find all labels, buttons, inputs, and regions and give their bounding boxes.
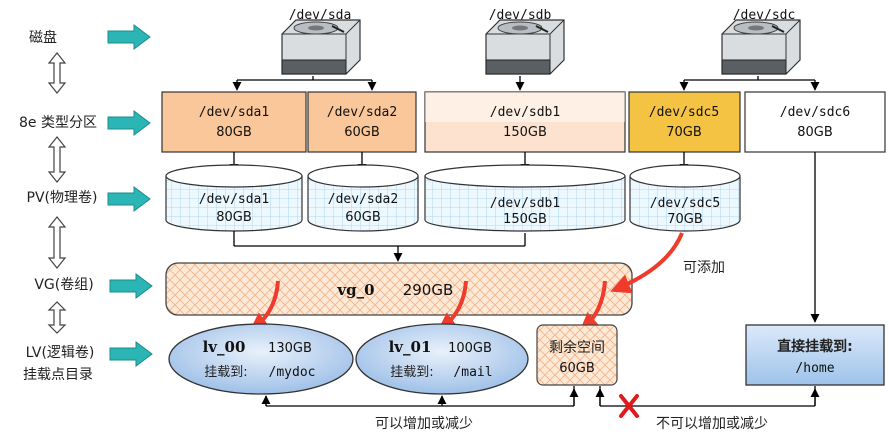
volume-group: vg_0 290GB	[165, 262, 633, 316]
add-note: 可添加	[683, 260, 725, 276]
mountpoint-row-label: 挂载点目录	[23, 367, 93, 383]
pv-sda2: /dev/sda2 60GB	[307, 164, 419, 232]
teal-arrow-icon	[109, 273, 153, 299]
lv-name: lv_01	[389, 338, 432, 356]
partition-row-label: 8e 类型分区	[19, 115, 97, 131]
red-add-arrow	[610, 232, 684, 294]
partition-sda1: /dev/sda1 80GB	[161, 91, 307, 153]
double-arrow-icon	[47, 52, 67, 334]
pv-size: 70GB	[667, 212, 703, 227]
pv-row-label: PV(物理卷)	[27, 190, 98, 206]
free-space-label: 剩余空间	[549, 339, 605, 356]
disk-name: /dev/sdb	[489, 8, 552, 23]
direct-mount-path: /home	[795, 361, 834, 376]
lv-row-label: LV(逻辑卷)	[26, 345, 95, 361]
lv-size: 130GB	[268, 341, 312, 356]
lv-mount-label: 挂载到:	[204, 365, 247, 380]
partition-sdb1: /dev/sdb1 150GB	[424, 91, 626, 153]
partition-name: /dev/sdb1	[490, 105, 560, 120]
vg-row-label: VG(卷组)	[34, 277, 93, 293]
disk-sda: /dev/sda	[281, 8, 361, 75]
cross-icon	[619, 394, 639, 418]
pv-name: /dev/sdb1	[490, 196, 560, 211]
partition-sdc6: /dev/sdc6 80GB	[744, 91, 886, 153]
pv-sdb1: /dev/sdb1 150GB	[424, 164, 626, 232]
lv-00: lv_00 130GB 挂载到: /mydoc	[168, 323, 354, 395]
disk-sdc: /dev/sdc	[721, 8, 801, 75]
lv-name: lv_00	[203, 338, 246, 356]
direct-mount-box: 直接挂载到: /home	[745, 324, 885, 386]
resizable-note: 可以增加或减少	[375, 416, 473, 432]
disk-name: /dev/sdc	[733, 8, 796, 23]
vg-name: vg_0	[336, 281, 374, 299]
vg-size: 290GB	[403, 281, 454, 299]
partition-sdc5: /dev/sdc5 70GB	[628, 91, 741, 153]
hard-disk-icon	[281, 19, 361, 75]
teal-arrow-icon	[107, 186, 151, 212]
lv-mount: /mail	[453, 365, 492, 380]
pv-sda1: /dev/sda1 80GB	[165, 164, 303, 232]
partition-sda2: /dev/sda2 60GB	[307, 91, 417, 153]
teal-arrow-icon	[107, 110, 151, 136]
partition-size: 70GB	[666, 125, 702, 140]
pv-name: /dev/sda2	[328, 192, 398, 207]
partition-size: 150GB	[503, 125, 547, 140]
direct-mount-label: 直接挂载到:	[777, 338, 853, 355]
teal-arrow-icon	[109, 341, 153, 367]
partition-name: /dev/sdc6	[780, 105, 850, 120]
partition-size: 60GB	[344, 125, 380, 140]
pv-size: 80GB	[216, 210, 252, 225]
pv-sdc5: /dev/sdc5 70GB	[629, 164, 741, 232]
free-space: 剩余空间 60GB	[536, 324, 618, 386]
resizable-bracket	[261, 386, 579, 407]
disk-partition-connectors	[232, 76, 820, 91]
partition-size: 80GB	[797, 125, 833, 140]
pv-name: /dev/sdc5	[650, 196, 720, 211]
lv-mount-label: 挂载到:	[390, 365, 433, 380]
hard-disk-icon	[721, 19, 801, 75]
pv-vg-connectors	[233, 231, 526, 262]
partition-size: 80GB	[216, 125, 252, 140]
disk-row-label: 磁盘	[29, 29, 57, 46]
partition-name: /dev/sda2	[327, 105, 397, 120]
lv-size: 100GB	[448, 341, 492, 356]
pv-size: 150GB	[503, 212, 547, 227]
partition-name: /dev/sda1	[199, 105, 269, 120]
lv-mount: /mydoc	[269, 365, 316, 380]
free-space-size: 60GB	[559, 361, 595, 376]
lv-01: lv_01 100GB 挂载到: /mail	[355, 323, 529, 395]
hard-disk-icon	[485, 19, 565, 75]
disk-sdb: /dev/sdb	[485, 8, 565, 75]
not-resizable-bracket	[595, 386, 820, 407]
pv-name: /dev/sda1	[199, 192, 269, 207]
disk-name: /dev/sda	[289, 8, 352, 23]
pv-size: 60GB	[345, 210, 381, 225]
not-resizable-note: 不可以增加或减少	[656, 416, 768, 432]
partition-name: /dev/sdc5	[649, 105, 719, 120]
teal-arrow-icon	[107, 24, 151, 50]
